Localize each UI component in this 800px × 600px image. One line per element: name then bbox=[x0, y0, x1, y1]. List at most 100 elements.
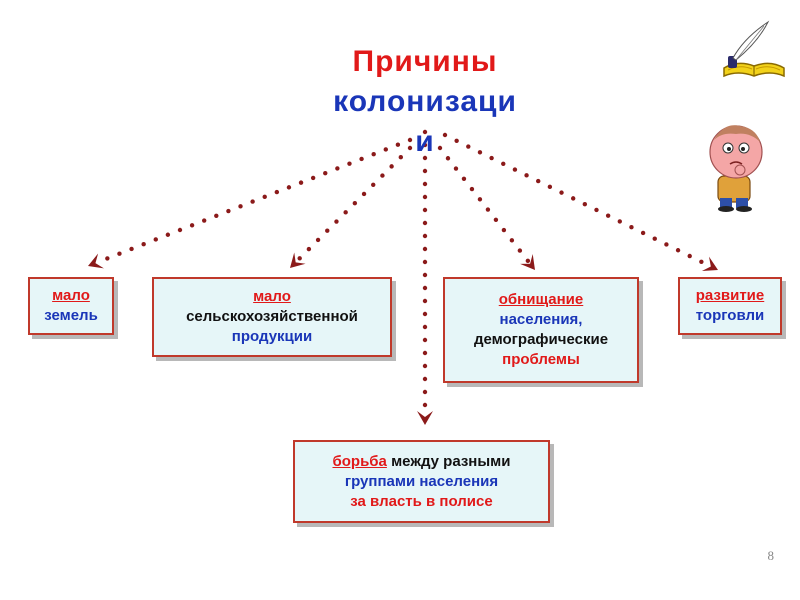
struggle-text-2: группами населения bbox=[344, 472, 499, 490]
cause-box-power-struggle: борьба между разными группами населения … bbox=[293, 440, 550, 523]
connector-dot bbox=[675, 248, 681, 253]
connector-dot bbox=[286, 185, 292, 190]
connector-dot bbox=[323, 170, 328, 176]
connector-dot bbox=[524, 173, 529, 178]
connector-dot bbox=[605, 213, 611, 218]
connector-dot bbox=[315, 237, 321, 243]
connector-dot bbox=[453, 166, 459, 171]
connector-dot bbox=[699, 259, 704, 264]
agri-keyword: мало bbox=[253, 288, 291, 305]
title-line-3: и bbox=[415, 125, 435, 158]
connector-dot bbox=[250, 199, 255, 204]
connector-dot bbox=[380, 173, 385, 178]
connector-dot bbox=[501, 227, 507, 233]
cause-box-few-agri-products: мало сельскохозяйственной продукции bbox=[152, 277, 392, 357]
few-lands-text: земель bbox=[44, 307, 98, 324]
connector-dot bbox=[469, 186, 475, 192]
connector-dot bbox=[629, 224, 634, 230]
connector-dot bbox=[371, 182, 376, 187]
connector-arrowhead bbox=[701, 256, 718, 271]
diagram-title: Причины колонизаци и bbox=[300, 42, 550, 162]
connector-dot bbox=[335, 166, 340, 171]
connector-dot bbox=[422, 181, 428, 187]
connector-dot bbox=[477, 197, 483, 202]
connector-dot bbox=[214, 213, 219, 218]
poverty-keyword: обнищание bbox=[498, 291, 584, 308]
connector-dot bbox=[640, 230, 646, 236]
connector-dot bbox=[559, 190, 564, 195]
connector-dot bbox=[437, 145, 443, 151]
connector-dot bbox=[442, 132, 448, 138]
connector-dot bbox=[422, 259, 428, 265]
connector-dot bbox=[422, 337, 428, 343]
connector-dot bbox=[262, 194, 267, 200]
struggle-line-1: борьба между разными bbox=[295, 452, 548, 472]
cause-box-impoverishment: обнищание населения, демографические про… bbox=[443, 277, 639, 383]
connector-dot bbox=[422, 350, 428, 356]
connector-dot bbox=[445, 156, 451, 161]
connector-dot bbox=[422, 376, 428, 382]
connector-dot bbox=[525, 258, 531, 264]
connector-dot bbox=[477, 150, 483, 155]
cause-box-trade-development: развитие торговли bbox=[678, 277, 782, 335]
connector-arrowhead bbox=[88, 253, 104, 269]
connector-dot bbox=[371, 152, 376, 157]
connector-dot bbox=[334, 219, 339, 224]
connector-dot bbox=[383, 147, 388, 152]
connector-to-land bbox=[88, 137, 413, 269]
trade-text: торговли bbox=[695, 307, 765, 324]
connector-arrowhead bbox=[417, 411, 433, 425]
title-line-2: колонизаци bbox=[333, 85, 517, 118]
connector-dot bbox=[141, 242, 146, 247]
connector-dot bbox=[165, 232, 171, 237]
connector-dot bbox=[422, 389, 428, 395]
connector-dot bbox=[389, 164, 394, 169]
connector-dot bbox=[422, 220, 428, 226]
connector-dot bbox=[407, 145, 413, 151]
connector-dot bbox=[201, 218, 207, 223]
connector-dot bbox=[359, 156, 364, 162]
connector-dot bbox=[352, 200, 358, 206]
connector-dot bbox=[395, 142, 401, 147]
connector-dot bbox=[226, 208, 231, 214]
connector-dot bbox=[422, 194, 428, 200]
connector-dot bbox=[153, 237, 158, 242]
quill-book-icon bbox=[723, 20, 785, 78]
trade-keyword: развитие bbox=[695, 287, 765, 304]
connector-arrowhead bbox=[290, 252, 306, 268]
connector-dot bbox=[422, 285, 428, 291]
struggle-text-3: за власть в полисе bbox=[350, 492, 493, 510]
connector-dot bbox=[517, 248, 523, 253]
connector-dot bbox=[454, 138, 459, 143]
connector-to-agri bbox=[290, 145, 413, 268]
connector-dot bbox=[422, 298, 428, 304]
connector-dot bbox=[238, 204, 243, 209]
connector-dot bbox=[422, 272, 428, 278]
connector-dot bbox=[493, 217, 499, 222]
connector-to-struggle bbox=[417, 129, 433, 425]
struggle-keyword: борьба bbox=[332, 452, 387, 470]
connector-dot bbox=[617, 219, 622, 224]
connector-dot bbox=[129, 246, 134, 252]
connector-to-poverty bbox=[437, 145, 535, 270]
connector-dot bbox=[347, 161, 352, 166]
connector-dot bbox=[177, 227, 183, 233]
poverty-text-2: демографические bbox=[473, 331, 609, 348]
thinking-boy-icon bbox=[709, 125, 763, 212]
connector-dot bbox=[509, 238, 515, 243]
connector-dot bbox=[422, 155, 428, 161]
connector-dot bbox=[325, 228, 330, 233]
connector-dot bbox=[422, 363, 428, 369]
connector-dot bbox=[489, 155, 494, 161]
connector-dot bbox=[422, 168, 428, 174]
agri-text-1: сельскохозяйственной bbox=[186, 308, 358, 325]
connector-dot bbox=[547, 184, 553, 190]
connector-dot bbox=[664, 242, 669, 247]
connector-dot bbox=[422, 324, 428, 330]
connector-dot bbox=[398, 154, 404, 160]
few-lands-keyword: мало bbox=[52, 287, 90, 304]
connector-dot bbox=[422, 207, 428, 213]
connector-dot bbox=[570, 196, 576, 201]
connector-dot bbox=[687, 253, 692, 259]
